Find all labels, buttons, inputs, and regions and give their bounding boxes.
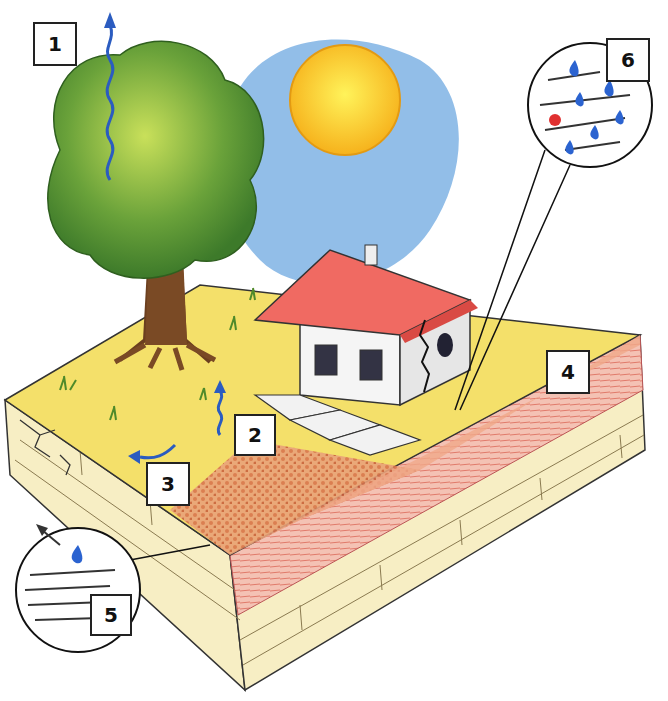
- callout-number: 6: [621, 50, 635, 70]
- callout-box: 1: [33, 22, 77, 66]
- callout-box: 5: [90, 594, 132, 636]
- callout-number: 1: [48, 34, 62, 54]
- callout-number: 3: [161, 474, 175, 494]
- callout-box: 6: [606, 38, 650, 82]
- callout-number: 5: [104, 605, 118, 625]
- callout-number: 2: [248, 425, 262, 445]
- callout-box: 2: [234, 414, 276, 456]
- callout-number: 4: [561, 362, 575, 382]
- callout-box: 4: [546, 350, 590, 394]
- callout-box: 3: [146, 462, 190, 506]
